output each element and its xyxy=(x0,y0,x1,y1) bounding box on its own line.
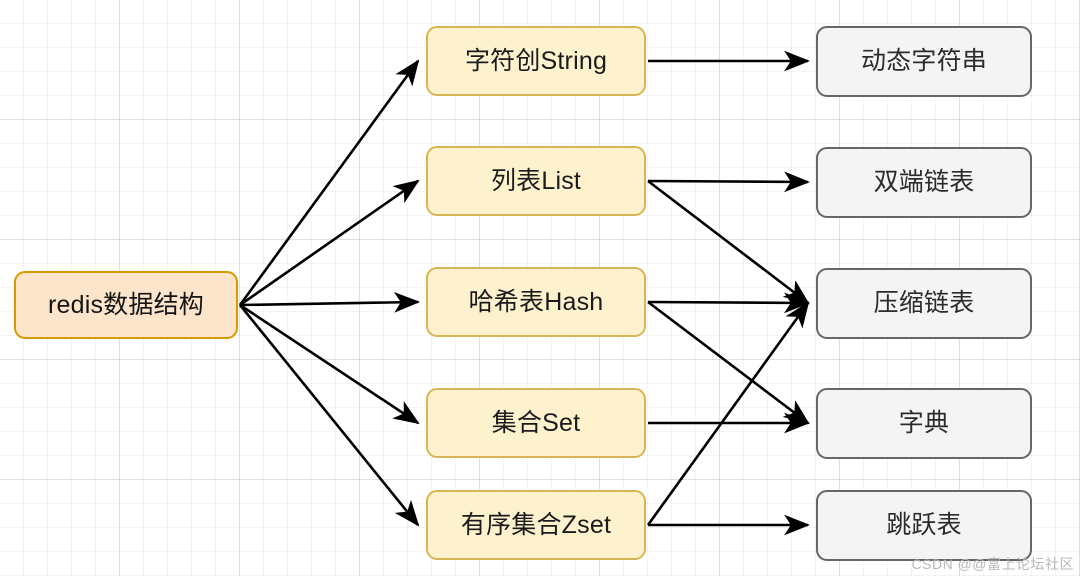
node-skiplist[interactable]: 跳跃表 xyxy=(816,490,1032,561)
node-label: 双端链表 xyxy=(873,168,975,196)
edge-root-to-set xyxy=(239,303,420,425)
node-list[interactable]: 列表List xyxy=(426,146,646,216)
edge-root-to-list xyxy=(239,179,420,307)
node-redis-data-structure[interactable]: redis数据结构 xyxy=(14,271,238,339)
edge-hash-to-dict xyxy=(647,300,810,425)
node-string[interactable]: 字符创String xyxy=(426,26,646,96)
watermark: CSDN @@富上论坛社区 xyxy=(911,556,1074,572)
edge-list-to-ziplist xyxy=(647,179,810,305)
node-label: 字符创String xyxy=(464,46,608,75)
node-label: 跳跃表 xyxy=(886,511,962,539)
node-label: 字典 xyxy=(898,409,950,437)
node-label: 集合Set xyxy=(491,408,581,437)
node-label: redis数据结构 xyxy=(48,290,204,319)
node-label: 压缩链表 xyxy=(873,289,975,317)
edge-root-to-hash xyxy=(239,292,421,313)
node-label: 列表List xyxy=(490,166,582,195)
edge-zset-to-ziplist xyxy=(646,301,810,526)
node-label: 有序集合Zset xyxy=(460,510,612,539)
edge-hash-to-ziplist xyxy=(647,292,811,314)
node-set[interactable]: 集合Set xyxy=(426,388,646,458)
node-dynamic-string[interactable]: 动态字符串 xyxy=(816,26,1032,97)
node-ziplist[interactable]: 压缩链表 xyxy=(816,268,1032,339)
edge-root-to-zset xyxy=(238,304,420,527)
node-label: 动态字符串 xyxy=(860,47,987,75)
edge-root-to-string xyxy=(238,59,420,306)
node-label: 哈希表Hash xyxy=(468,287,604,316)
node-doubly-linked-list[interactable]: 双端链表 xyxy=(816,147,1032,218)
node-zset[interactable]: 有序集合Zset xyxy=(426,490,646,560)
node-dict[interactable]: 字典 xyxy=(816,388,1032,459)
edge-list-to-linkedlist xyxy=(647,171,811,193)
node-hash[interactable]: 哈希表Hash xyxy=(426,267,646,337)
